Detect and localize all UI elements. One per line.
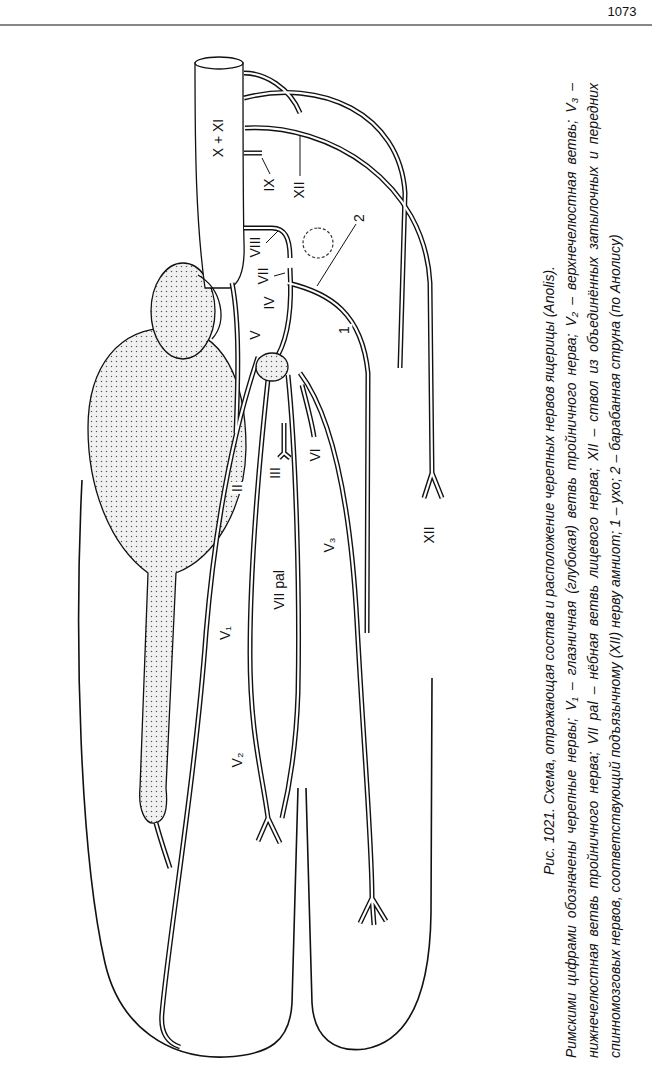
cerebellum-edge [198, 275, 221, 339]
part-label: V [248, 328, 263, 341]
leader-line [262, 158, 270, 174]
part-label: XII [422, 524, 437, 545]
part-label: V₂ [230, 751, 245, 770]
part-label: XII [292, 179, 307, 200]
page-rule [0, 24, 652, 25]
part-label: IX [262, 176, 277, 193]
figure-title: Рис. 1021. Схема, отражающая состав и ра… [538, 83, 560, 1058]
medulla-spinal-cord [195, 63, 244, 288]
part-label: VI [308, 446, 323, 463]
chorda-tympani [288, 283, 368, 633]
part-label: II [230, 482, 245, 494]
part-label: III [268, 465, 283, 481]
vagus-branch [244, 92, 405, 368]
part-label: VII [256, 265, 271, 286]
figure-caption: Римскими цифрами обозначены черепные нер… [560, 83, 626, 1058]
part-label: 1 [337, 324, 352, 336]
nerve-core [156, 73, 442, 1047]
part-label: VII pal [272, 568, 287, 612]
page-number: 1073 [606, 5, 639, 19]
part-label: 2 [352, 212, 367, 224]
ophthalmic-nerve [162, 357, 258, 1047]
leader-line [300, 135, 301, 176]
mandibular-nerve [300, 373, 386, 925]
cord-cut-end [195, 57, 243, 69]
part-label: IV [262, 294, 277, 311]
cerebral-hemisphere [88, 328, 246, 823]
trigeminal-ganglion [256, 353, 288, 381]
ear-outline [303, 228, 333, 258]
leader-line [274, 273, 285, 276]
leader-line [317, 224, 356, 286]
part-label: VIII [248, 234, 263, 259]
part-label: V₃ [322, 535, 337, 554]
leader-line [266, 231, 278, 243]
part-label: V₁ [218, 624, 233, 642]
part-label: X + XI [211, 117, 226, 160]
